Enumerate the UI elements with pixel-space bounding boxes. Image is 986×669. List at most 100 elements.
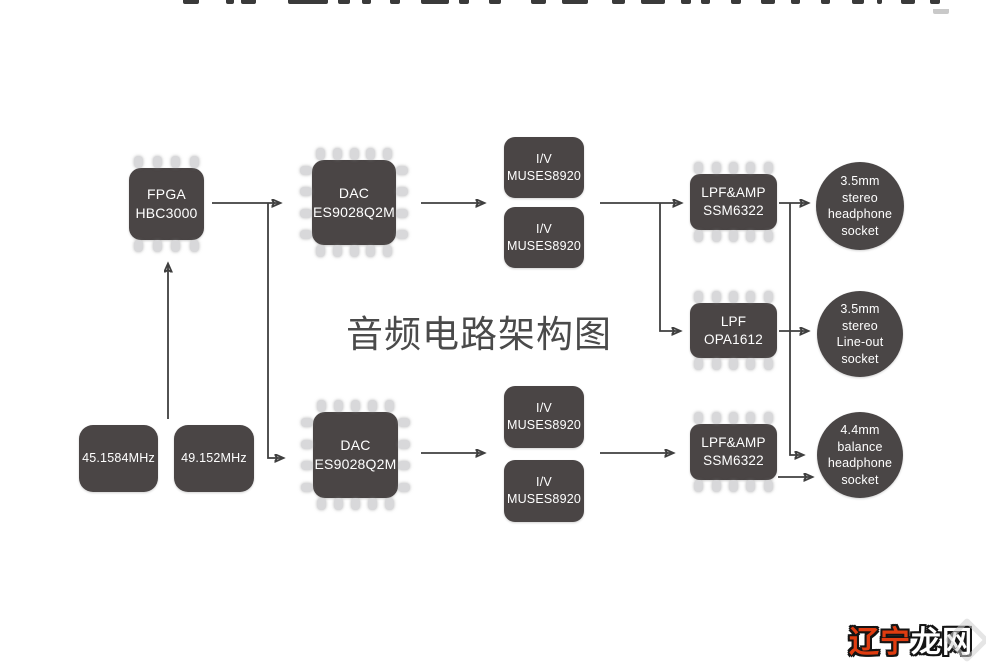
crystal-45mhz-label: 45.1584MHz <box>82 451 155 465</box>
top-edge-artifact <box>226 0 234 4</box>
chip-pin <box>746 358 756 370</box>
top-edge-artifact <box>641 0 665 4</box>
top-edge-artifact <box>241 0 256 4</box>
chip-pin <box>396 187 408 197</box>
chip-pin <box>366 148 376 160</box>
chip-pin <box>694 412 704 424</box>
socket-35mm-headphone-label: 3.5mm stereo headphone socket <box>827 174 893 238</box>
chip-pin <box>711 291 721 303</box>
diagram-title: 音频电路架构图 <box>346 314 612 355</box>
watermark-right: 龙网 <box>911 626 973 659</box>
chip-pin <box>694 230 704 242</box>
chip-pin <box>729 480 738 492</box>
block-iv-bottom-b: I/V MUSES8920 <box>504 460 584 522</box>
chip-dac-bottom-label: DAC ES9028Q2M <box>314 437 397 472</box>
chip-pin <box>171 240 181 252</box>
chip-pin <box>152 156 162 168</box>
chip-lpf-amp-top: LPF&AMP SSM6322 <box>690 162 777 242</box>
top-edge-artifact <box>821 0 830 4</box>
block-iv-top-b: I/V MUSES8920 <box>504 207 584 268</box>
socket-35mm-lineout-label: 3.5mm stereo Line-out socket <box>836 302 884 366</box>
block-iv-bottom-a-label: I/V MUSES8920 <box>506 401 582 432</box>
socket-35mm-lineout: 3.5mm stereo Line-out socket <box>817 291 903 377</box>
top-edge-artifact <box>459 0 469 4</box>
chip-pin <box>383 148 393 160</box>
top-edge-artifact <box>489 0 501 4</box>
chip-pin <box>171 156 181 168</box>
chip-pin <box>763 480 773 492</box>
chip-fpga-label: FPGA HBC3000 <box>135 186 198 221</box>
chip-lpf-lineout-label: LPF OPA1612 <box>704 313 763 347</box>
chip-pin <box>383 245 393 257</box>
chip-fpga: FPGA HBC3000 <box>129 156 204 252</box>
chip-pin <box>398 439 410 449</box>
top-edge-artifact <box>681 0 691 4</box>
watermark: 辽宁龙网 <box>849 617 973 661</box>
block-iv-top-b-label: I/V MUSES8920 <box>506 221 582 253</box>
chip-pin <box>315 148 325 160</box>
chip-dac-top-label: DAC ES9028Q2M <box>313 184 395 220</box>
chip-pin <box>729 230 738 242</box>
watermark-left: 辽宁 <box>849 626 911 659</box>
chip-pin <box>368 498 377 510</box>
chip-pin <box>190 156 200 168</box>
chip-lpf-amp-top-label: LPF&AMP SSM6322 <box>701 185 766 218</box>
chip-dac-bottom: DAC ES9028Q2M <box>301 400 410 510</box>
chip-pin <box>746 291 756 303</box>
top-edge-artifact <box>531 0 546 4</box>
chip-pin <box>385 498 394 510</box>
chip-pin <box>763 412 773 424</box>
chip-pin <box>396 229 408 239</box>
chip-pin <box>694 480 704 492</box>
chip-pin <box>396 208 408 218</box>
chip-pin <box>694 358 704 370</box>
crystal-49mhz-label: 49.152MHz <box>181 451 247 465</box>
chip-lpf-amp-bottom: LPF&AMP SSM6322 <box>690 412 777 492</box>
top-edge-artifact <box>852 0 864 4</box>
chip-pin <box>711 358 721 370</box>
chip-pin <box>349 245 359 257</box>
chip-pin <box>332 148 342 160</box>
chip-pin <box>729 412 738 424</box>
chip-pin <box>711 230 721 242</box>
socket-44mm-balance-label: 4.4mm balance headphone socket <box>827 423 893 487</box>
chip-pin <box>398 418 410 428</box>
chip-pin <box>133 156 143 168</box>
chip-pin <box>334 400 343 412</box>
chip-pin <box>694 291 704 303</box>
chip-pin <box>301 418 313 428</box>
chip-pin <box>301 439 313 449</box>
top-edge-artifact <box>562 0 588 4</box>
chip-pin <box>366 245 376 257</box>
block-iv-bottom-a: I/V MUSES8920 <box>504 386 584 448</box>
chip-pin <box>300 229 312 239</box>
top-edge-artifact <box>421 0 449 4</box>
chip-pin <box>317 400 326 412</box>
chip-pin <box>301 461 313 471</box>
chip-lpf-amp-bottom-label: LPF&AMP SSM6322 <box>701 435 766 468</box>
chip-pin <box>763 358 773 370</box>
block-iv-top-a: I/V MUSES8920 <box>504 137 584 198</box>
chip-pin <box>368 400 377 412</box>
chip-pin <box>351 498 360 510</box>
chip-pin <box>300 208 312 218</box>
chip-pin <box>711 162 721 174</box>
top-edge-artifact <box>731 0 741 4</box>
chip-pin <box>729 358 738 370</box>
chip-pin <box>317 498 326 510</box>
chip-pin <box>349 148 359 160</box>
chip-pin <box>152 240 162 252</box>
top-edge-artifact <box>901 0 915 4</box>
chip-pin <box>396 166 408 176</box>
chip-pin <box>300 187 312 197</box>
chip-pin <box>385 400 394 412</box>
chip-pin <box>351 400 360 412</box>
chip-pin <box>334 498 343 510</box>
chip-pin <box>729 291 738 303</box>
top-edge-artifact <box>288 0 328 4</box>
chip-pin <box>694 162 704 174</box>
crystal-45mhz: 45.1584MHz <box>79 425 158 492</box>
chip-pin <box>763 230 773 242</box>
chip-pin <box>133 240 143 252</box>
